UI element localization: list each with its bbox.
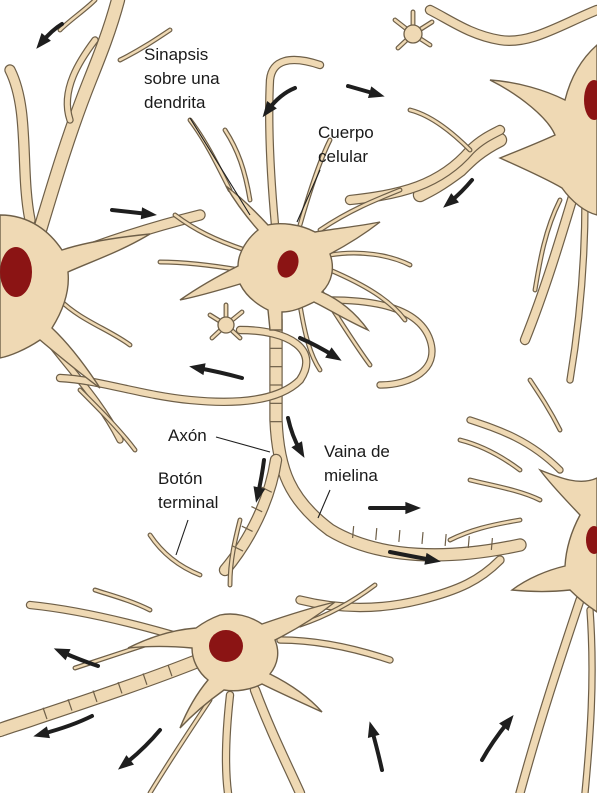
dendrite-18 [95, 590, 150, 610]
right-branch-2-outline [470, 420, 560, 470]
arrow-head [141, 207, 157, 219]
branch-myelin-segment [468, 536, 469, 548]
arrow-head [189, 363, 205, 375]
curved-arrow-icon [368, 721, 382, 770]
dendrite-11 [80, 390, 135, 450]
bottom-right [280, 640, 390, 660]
axon-pointer [216, 437, 270, 452]
nuclei-layer [0, 80, 597, 662]
curved-arrow-icon [288, 418, 304, 458]
branch-myelin-segment [422, 532, 423, 544]
arrow-shaft [482, 722, 508, 760]
arrow-shaft [125, 730, 160, 764]
curved-arrow-icon [112, 207, 157, 219]
myelin-label: Vaina de mielina [324, 442, 395, 485]
top-right-down [525, 190, 575, 340]
arrow-head [291, 441, 304, 458]
axon-label: Axón [168, 426, 207, 445]
left-cell-body [0, 215, 150, 388]
myelin-pointer [318, 490, 330, 518]
dendrite-32 [60, 0, 95, 30]
curved-arrow-icon [482, 715, 514, 760]
arrow-head [325, 347, 341, 360]
center-up-outline [269, 60, 320, 225]
dendrite-20 [150, 700, 210, 793]
dendrite-12-outline [460, 440, 520, 470]
star-neuron-icon [404, 25, 422, 43]
top-right-fiber-2 [420, 140, 500, 195]
bottom-nucleus [209, 630, 243, 662]
terminal-pointer [176, 520, 188, 555]
curved-arrow-icon [370, 502, 421, 514]
curved-arrow-icon [348, 86, 385, 98]
synapse-label: Sinapsis sobre una dendrita [144, 45, 224, 112]
branch-myelin-segment [445, 534, 446, 546]
arrow-head [405, 502, 421, 514]
arrow-head [54, 648, 71, 660]
dendrite-16-outline [150, 535, 200, 575]
cell-body-pointer [297, 170, 320, 222]
dendrite-34-outline [410, 110, 470, 150]
bottom-down-1 [255, 690, 300, 793]
top-right-cell-body [490, 45, 597, 215]
arrow-head [33, 726, 50, 738]
star-neuron-icon [218, 317, 234, 333]
right-down [520, 600, 580, 793]
arrow-head [368, 721, 380, 738]
arrow-shaft [198, 368, 242, 378]
curved-arrow-icon [118, 730, 160, 770]
arrow-head [368, 86, 385, 98]
curved-arrow-icon [36, 24, 62, 49]
curved-arrow-icon [54, 648, 98, 666]
curved-arrow-icon [189, 363, 242, 378]
branch-myelin-segment [376, 528, 377, 540]
dendrite-15 [530, 380, 560, 430]
branch-myelin-segment [399, 530, 400, 542]
terminal-label: Botón terminal [158, 469, 218, 512]
dendrite-9-outline [175, 215, 245, 250]
left-nucleus [0, 247, 32, 297]
